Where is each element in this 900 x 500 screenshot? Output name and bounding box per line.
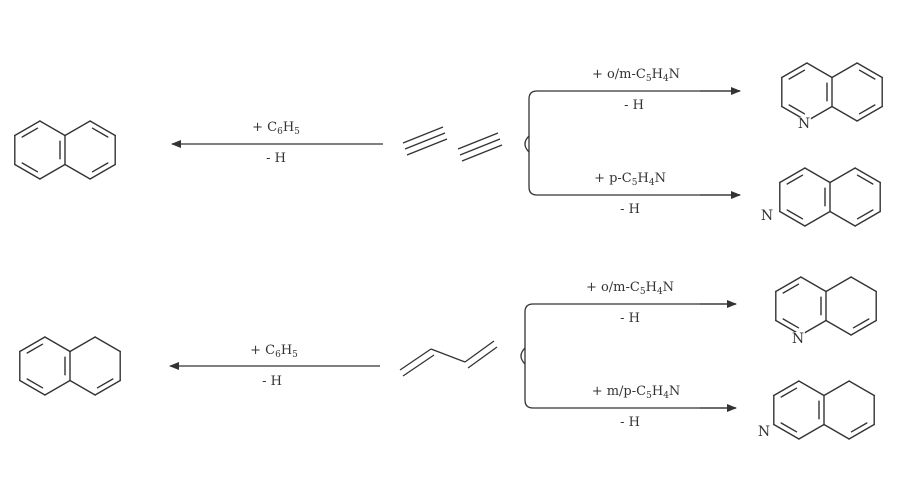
double-bond — [91, 162, 109, 173]
diene-molecule — [399, 340, 498, 377]
ring-bond — [64, 163, 91, 180]
dihydronaphthalene-structure — [19, 336, 121, 396]
ring-bond — [831, 62, 858, 79]
loss-label-phenyl-bottom: - H — [262, 374, 282, 389]
double-bond — [96, 378, 114, 389]
loss-label-phenyl-top: - H — [266, 151, 286, 166]
ring-bond — [89, 163, 116, 180]
ring-bond — [823, 380, 850, 397]
ring-bond — [850, 276, 877, 293]
ring-bond — [19, 336, 46, 353]
ring-bond — [848, 380, 875, 397]
ring-bond — [44, 336, 71, 353]
ring-bond — [14, 120, 41, 137]
ring-bond — [94, 336, 121, 353]
loss-label-om-pyridyl-bottom: - H — [620, 311, 640, 326]
ring-bond — [806, 62, 833, 79]
ring-bond — [848, 423, 875, 440]
ring-bond — [823, 423, 850, 440]
double-bond — [786, 209, 804, 220]
double-bond — [856, 209, 874, 220]
quinoline-structure — [781, 62, 883, 122]
ring-bond — [779, 210, 806, 227]
ring-bond — [89, 120, 116, 137]
ring-bond — [779, 167, 806, 184]
double-bond — [852, 318, 870, 329]
dihydroquinoline-structure — [775, 276, 877, 336]
double-bond — [856, 174, 874, 185]
reagent-label-phenyl-top: + C6H5 — [252, 120, 300, 137]
acetylene-right — [457, 132, 503, 162]
double-bond — [26, 343, 44, 354]
ring-bond — [856, 105, 883, 122]
isoquinoline-structure — [779, 167, 881, 227]
ring-bond — [800, 276, 827, 293]
double-bond — [788, 104, 806, 115]
double-bond — [780, 422, 798, 433]
ring-bond — [69, 379, 96, 396]
ring-bond — [94, 379, 121, 396]
ring-bond — [773, 423, 800, 440]
ring-bond — [829, 210, 856, 227]
loss-label-p-pyridyl: - H — [620, 202, 640, 217]
ring-bond — [69, 336, 96, 353]
branch-bracket-bottom — [520, 303, 736, 409]
ring-bond — [14, 163, 41, 180]
dihydroisoquinoline-nitrogen: N — [756, 424, 772, 440]
double-bond — [780, 387, 798, 398]
ring-bond — [804, 167, 831, 184]
reagent-label-phenyl-bottom: + C6H5 — [250, 343, 298, 360]
dihydroquinoline-nitrogen: N — [790, 331, 806, 347]
ring-bond — [64, 120, 91, 137]
double-bond — [858, 69, 876, 80]
quinoline-nitrogen: N — [796, 116, 812, 132]
ring-bond — [773, 380, 800, 397]
ring-bond — [804, 210, 831, 227]
dihydroisoquinoline-structure — [773, 380, 875, 440]
reagent-label-om-pyridyl-bottom: + o/m-C5H4N — [585, 280, 675, 297]
acetylene-left — [402, 126, 448, 156]
loss-label-mp-pyridyl: - H — [620, 415, 640, 430]
ring-bond — [775, 276, 802, 293]
ring-bond — [854, 167, 881, 184]
branch-bracket-top — [524, 90, 740, 196]
double-bond — [91, 127, 109, 138]
double-bond — [850, 422, 868, 433]
double-bond — [21, 127, 39, 138]
reagent-label-mp-pyridyl: + m/p-C5H4N — [591, 384, 681, 401]
double-bond — [786, 174, 804, 185]
ring-bond — [831, 105, 858, 122]
naphthalene-structure — [14, 120, 116, 180]
ring-bond — [825, 319, 852, 336]
ring-bond — [829, 167, 856, 184]
isoquinoline-nitrogen: N — [759, 208, 775, 224]
ring-bond — [856, 62, 883, 79]
reagent-label-om-pyridyl-top: + o/m-C5H4N — [591, 67, 681, 84]
ring-bond — [798, 380, 825, 397]
ring-bond — [798, 423, 825, 440]
ring-bond — [39, 120, 66, 137]
ring-bond — [825, 276, 852, 293]
double-bond — [26, 378, 44, 389]
loss-label-om-pyridyl-top: - H — [624, 98, 644, 113]
ring-bond — [19, 379, 46, 396]
reagent-label-p-pyridyl: + p-C5H4N — [594, 171, 666, 188]
ring-bond — [44, 379, 71, 396]
double-bond — [21, 162, 39, 173]
ring-bond — [850, 319, 877, 336]
ring-bond — [39, 163, 66, 180]
ring-bond — [854, 210, 881, 227]
double-bond — [788, 69, 806, 80]
double-bond — [782, 318, 800, 329]
double-bond — [782, 283, 800, 294]
double-bond — [858, 104, 876, 115]
ring-bond — [781, 62, 808, 79]
